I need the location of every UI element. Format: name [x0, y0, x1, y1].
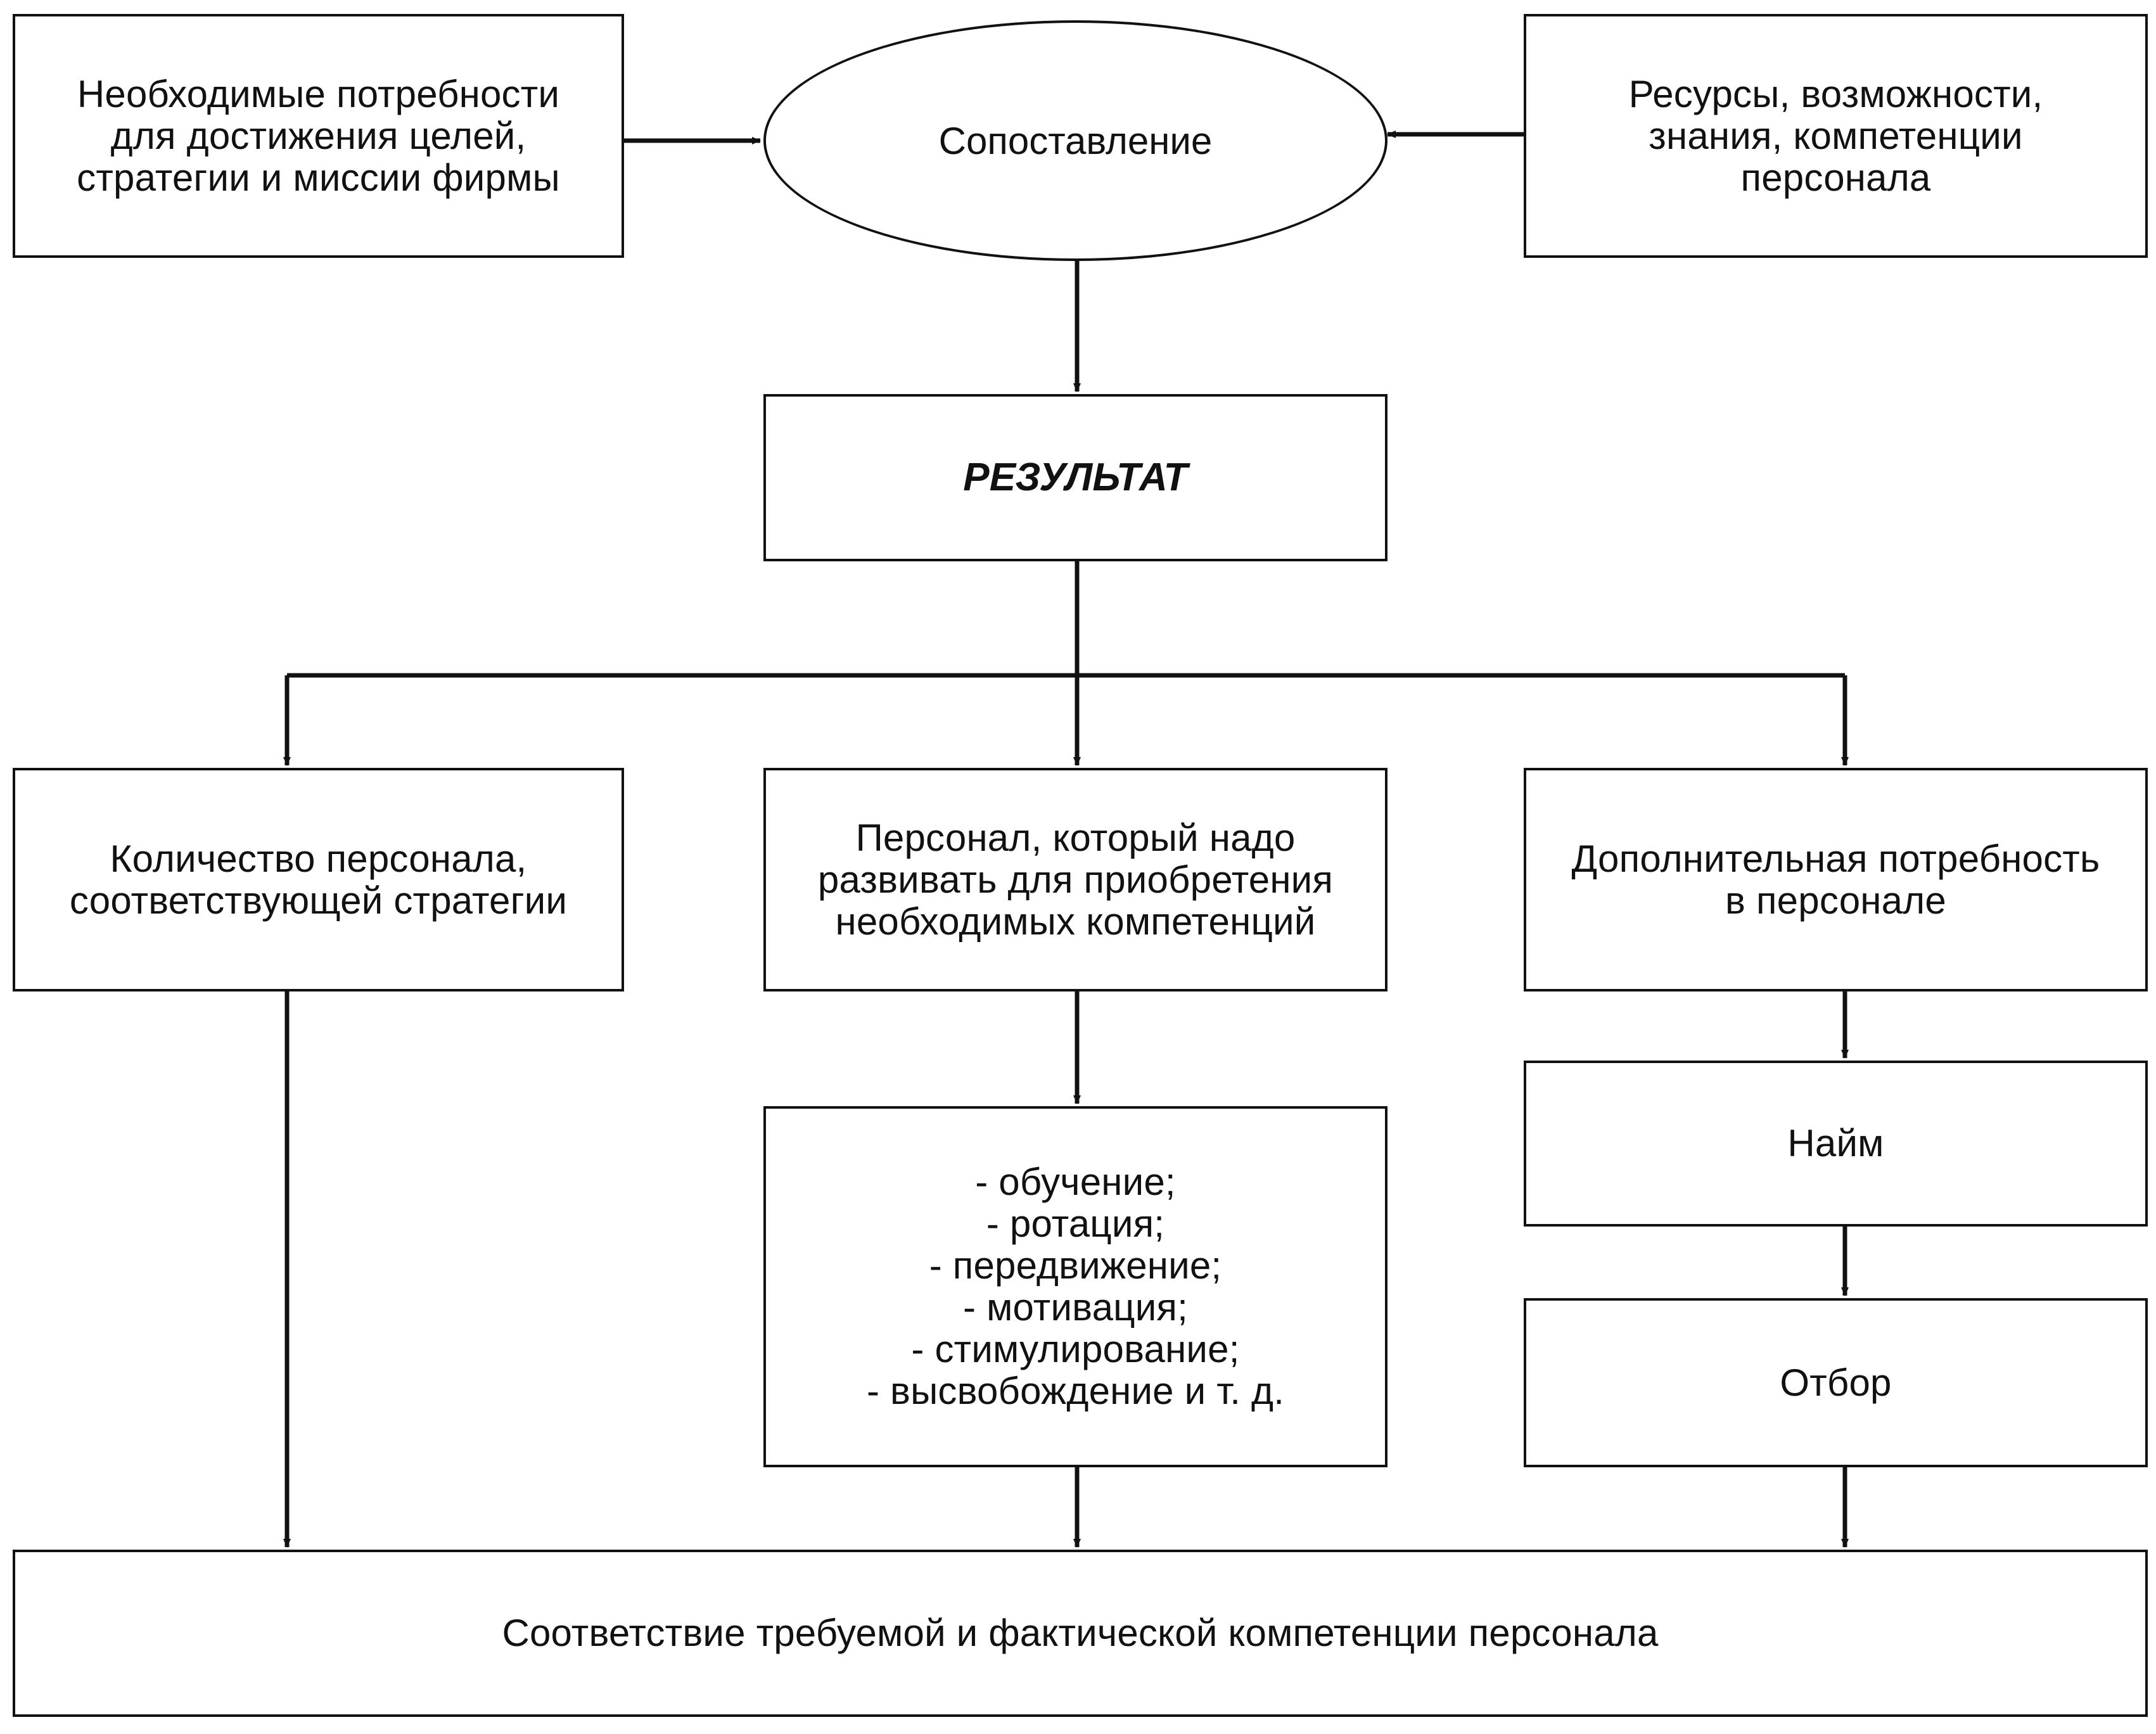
- correspondence-box: Соответствие требуемой и фактической ком…: [13, 1550, 2148, 1717]
- develop-text: Персонал, который надо развивать для при…: [817, 816, 1334, 943]
- result-box: РЕЗУЛЬТАТ: [763, 394, 1387, 561]
- correspondence-text: Соответствие требуемой и фактической ком…: [502, 1612, 1659, 1654]
- selection-box: Отбор: [1524, 1298, 2148, 1467]
- needs-box: Необходимые потребности для достижения ц…: [13, 14, 624, 258]
- activity-item: - ротация;: [986, 1202, 1165, 1245]
- activities-list: - обучение; - ротация; - передвижение; -…: [867, 1161, 1284, 1412]
- selection-text: Отбор: [1780, 1361, 1892, 1404]
- quantity-text: Количество персонала, соответствующей ст…: [69, 837, 568, 922]
- resources-text: Ресурсы, возможности, знания, компетенци…: [1628, 72, 2043, 199]
- activity-item: - передвижение;: [929, 1244, 1222, 1287]
- activity-item: - мотивация;: [963, 1286, 1188, 1329]
- activity-item: - стимулирование;: [911, 1328, 1240, 1370]
- resources-box: Ресурсы, возможности, знания, компетенци…: [1524, 14, 2148, 258]
- hire-text: Найм: [1787, 1122, 1884, 1164]
- needs-text: Необходимые потребности для достижения ц…: [77, 72, 560, 199]
- quantity-box: Количество персонала, соответствующей ст…: [13, 768, 624, 991]
- activities-box: - обучение; - ротация; - передвижение; -…: [763, 1106, 1387, 1467]
- activity-item: - высвобождение и т. д.: [866, 1370, 1285, 1412]
- comparison-text: Сопоставление: [938, 119, 1213, 162]
- additional-need-box: Дополнительная потребность в персонале: [1524, 768, 2148, 991]
- develop-box: Персонал, который надо развивать для при…: [763, 768, 1387, 991]
- comparison-ellipse: Сопоставление: [763, 20, 1387, 261]
- activity-item: - обучение;: [975, 1161, 1176, 1203]
- hire-box: Найм: [1524, 1061, 2148, 1227]
- result-text: РЕЗУЛЬТАТ: [963, 456, 1188, 499]
- additional-need-text: Дополнительная потребность в персонале: [1571, 837, 2100, 922]
